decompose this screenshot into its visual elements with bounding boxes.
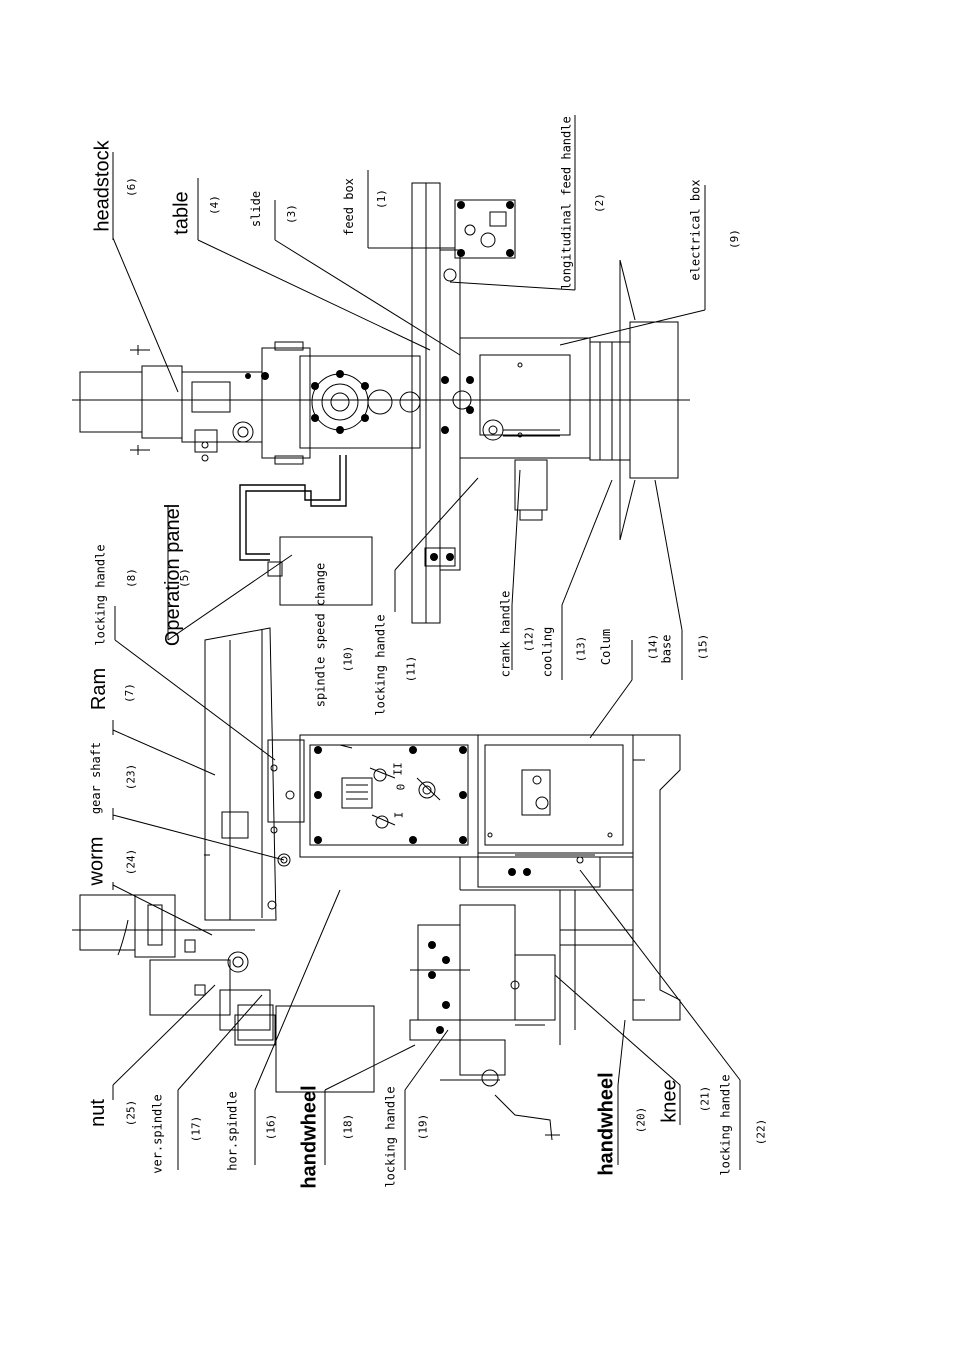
label-worm-num: (24) [124,848,138,876]
label-spindle-speed-change: spindle speed change [313,562,328,708]
speed-panel [309,744,469,846]
label-electrical-box-num: (9) [727,229,741,249]
column-lower [589,341,631,461]
label-locking-handle-19: locking handle [383,1086,398,1188]
motor [79,371,143,433]
label-locking-handle-11-num: (11) [404,655,418,683]
saddle-side [459,904,516,1021]
label-feed-box: feed box [341,178,356,236]
label-knee: knee [658,1079,681,1123]
table-slide [439,249,461,571]
panel-mark-ii: II [391,762,405,776]
label-gear-shaft: gear shaft [89,741,104,815]
label-ram-num: (7) [122,683,136,703]
label-knee-num: (21) [698,1085,712,1113]
label-handwheel-18-num: (18) [341,1113,355,1141]
label-operation-panel-num: (5) [177,568,191,588]
base-front [629,321,679,479]
motor-flange [141,365,183,439]
column-plate [311,373,369,431]
label-crank-handle: crank handle [498,590,513,678]
label-hor-spindle: hor.spindle [225,1091,240,1171]
side-view [72,627,681,1141]
feed-box-body [454,199,516,259]
base-side [632,734,681,1021]
label-slide-num: (3) [284,204,298,224]
label-locking-handle-11: locking handle [373,614,388,716]
label-ram: Ram [88,667,111,711]
column-front [299,355,421,449]
label-cooling: cooling [540,626,555,678]
label-locking-handle-8-num: (8) [124,568,138,588]
label-worm: worm [85,836,108,886]
label-table-num: (4) [207,195,221,215]
label-base: base [659,634,674,664]
vertical-head [149,959,231,1016]
label-locking-handle-19-num: (19) [416,1113,430,1141]
table-side [417,924,461,1021]
label-slide: slide [249,190,264,228]
cable-pipe [239,455,341,561]
label-ver-spindle-num: (17) [189,1115,203,1143]
label-base-num: (15) [696,633,710,661]
front-view [72,182,690,624]
label-table: table [170,191,193,235]
label-headstock-num: (6) [124,177,138,197]
label-ver-spindle: ver.spindle [150,1094,165,1174]
overarm-support [275,1005,375,1093]
label-feed-box-num: (1) [374,189,388,209]
label-handwheel-18: handwheel [298,1085,321,1189]
top-motor [79,894,136,951]
label-cooling-num: (13) [574,635,588,663]
label-nut-num: (25) [124,1099,138,1127]
label-handwheel-20-num: (20) [634,1106,648,1134]
label-locking-handle-8: locking handle [93,544,108,646]
label-colum-num: (14) [646,633,660,661]
label-crank-handle-num: (12) [522,625,536,653]
column-door [477,734,634,854]
label-longitudinal-feed-handle-num: (2) [592,193,606,213]
label-colum: Colum [599,628,614,666]
ram-front [261,347,311,459]
ram-body [204,627,277,921]
panel-mark-zero: 0 [394,783,408,791]
operation-panel-box [279,536,373,606]
leaders [112,115,741,1170]
label-longitudinal-feed-handle: longitudinal feed handle [559,116,574,290]
label-gear-shaft-num: (23) [124,763,138,791]
label-hor-spindle-num: (16) [264,1113,278,1141]
label-spindle-speed-change-num: (10) [341,645,355,673]
label-headstock: headstock [91,140,114,232]
label-nut: nut [86,1099,109,1127]
column-side [299,734,479,858]
label-electrical-box: electrical box [688,179,703,281]
label-locking-handle-22-num: (22) [754,1118,768,1146]
label-handwheel-20: handwheel [595,1072,618,1176]
panel-mark-i: I [392,811,406,819]
label-locking-handle-22: locking handle [718,1074,733,1176]
knee-rail [477,856,601,888]
